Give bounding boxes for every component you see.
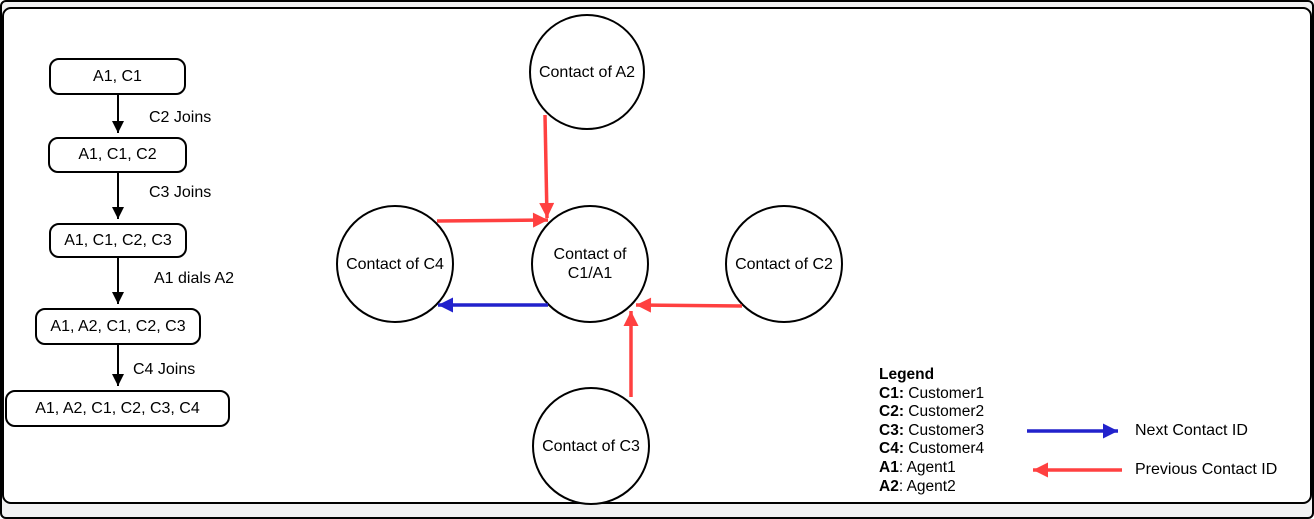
transition-label-a1-dials-a2: A1 dials A2 [154,270,235,287]
node-contact-of-c4-label: Contact of C4 [346,255,444,273]
node-contact-of-c1a1-label-line2: C1/A1 [567,265,613,282]
legend-item-c1: C1: Customer1 [879,384,985,402]
legend-item-c2: C2: Customer2 [879,403,985,421]
legend: Legend C1: Customer1 C2: Customer2 C3: C… [879,366,984,496]
node-contact-of-c1a1-label-line1: Contact of [553,246,627,263]
legend-label-next-contact-id: Next Contact ID [1135,422,1248,439]
node-contact-of-c1a1: Contact of C1/A1 [531,205,649,323]
legend-item-a1: A1: Agent1 [879,458,956,476]
flowchart-step-3-label: A1, C1, C2, C3 [64,231,172,249]
node-contact-of-a2: Contact of A2 [529,14,645,130]
diagram-canvas [2,7,1312,504]
node-contact-of-c3: Contact of C3 [532,387,650,505]
flowchart-step-4: A1, A2, C1, C2, C3 [35,308,201,345]
node-contact-of-c2: Contact of C2 [725,205,843,323]
flowchart-step-4-label: A1, A2, C1, C2, C3 [50,317,186,335]
node-contact-of-c2-label: Contact of C2 [735,255,833,273]
transition-label-c3-joins: C3 Joins [149,184,212,201]
legend-item-a2: A2: Agent2 [879,477,956,495]
flowchart-step-2-label: A1, C1, C2 [78,146,157,163]
flowchart-step-3: A1, C1, C2, C3 [49,223,187,258]
transition-label-c2-joins: C2 Joins [149,109,212,126]
flowchart-step-1: A1, C1 [49,58,186,95]
legend-item-c4: C4: Customer4 [879,440,985,458]
node-contact-of-c3-label: Contact of C3 [542,437,640,455]
legend-label-previous-contact-id: Previous Contact ID [1135,461,1278,478]
node-contact-of-c4: Contact of C4 [336,205,454,323]
legend-item-c3: C3: Customer3 [879,421,985,439]
legend-title: Legend [879,366,935,383]
flowchart-step-2: A1, C1, C2 [48,137,187,173]
flowchart-step-5-label: A1, A2, C1, C2, C3, C4 [35,399,200,417]
node-contact-of-a2-label: Contact of A2 [538,63,636,81]
flowchart-step-5: A1, A2, C1, C2, C3, C4 [5,390,230,427]
transition-label-c4-joins: C4 Joins [133,361,196,378]
flowchart-step-1-label: A1, C1 [93,67,142,85]
